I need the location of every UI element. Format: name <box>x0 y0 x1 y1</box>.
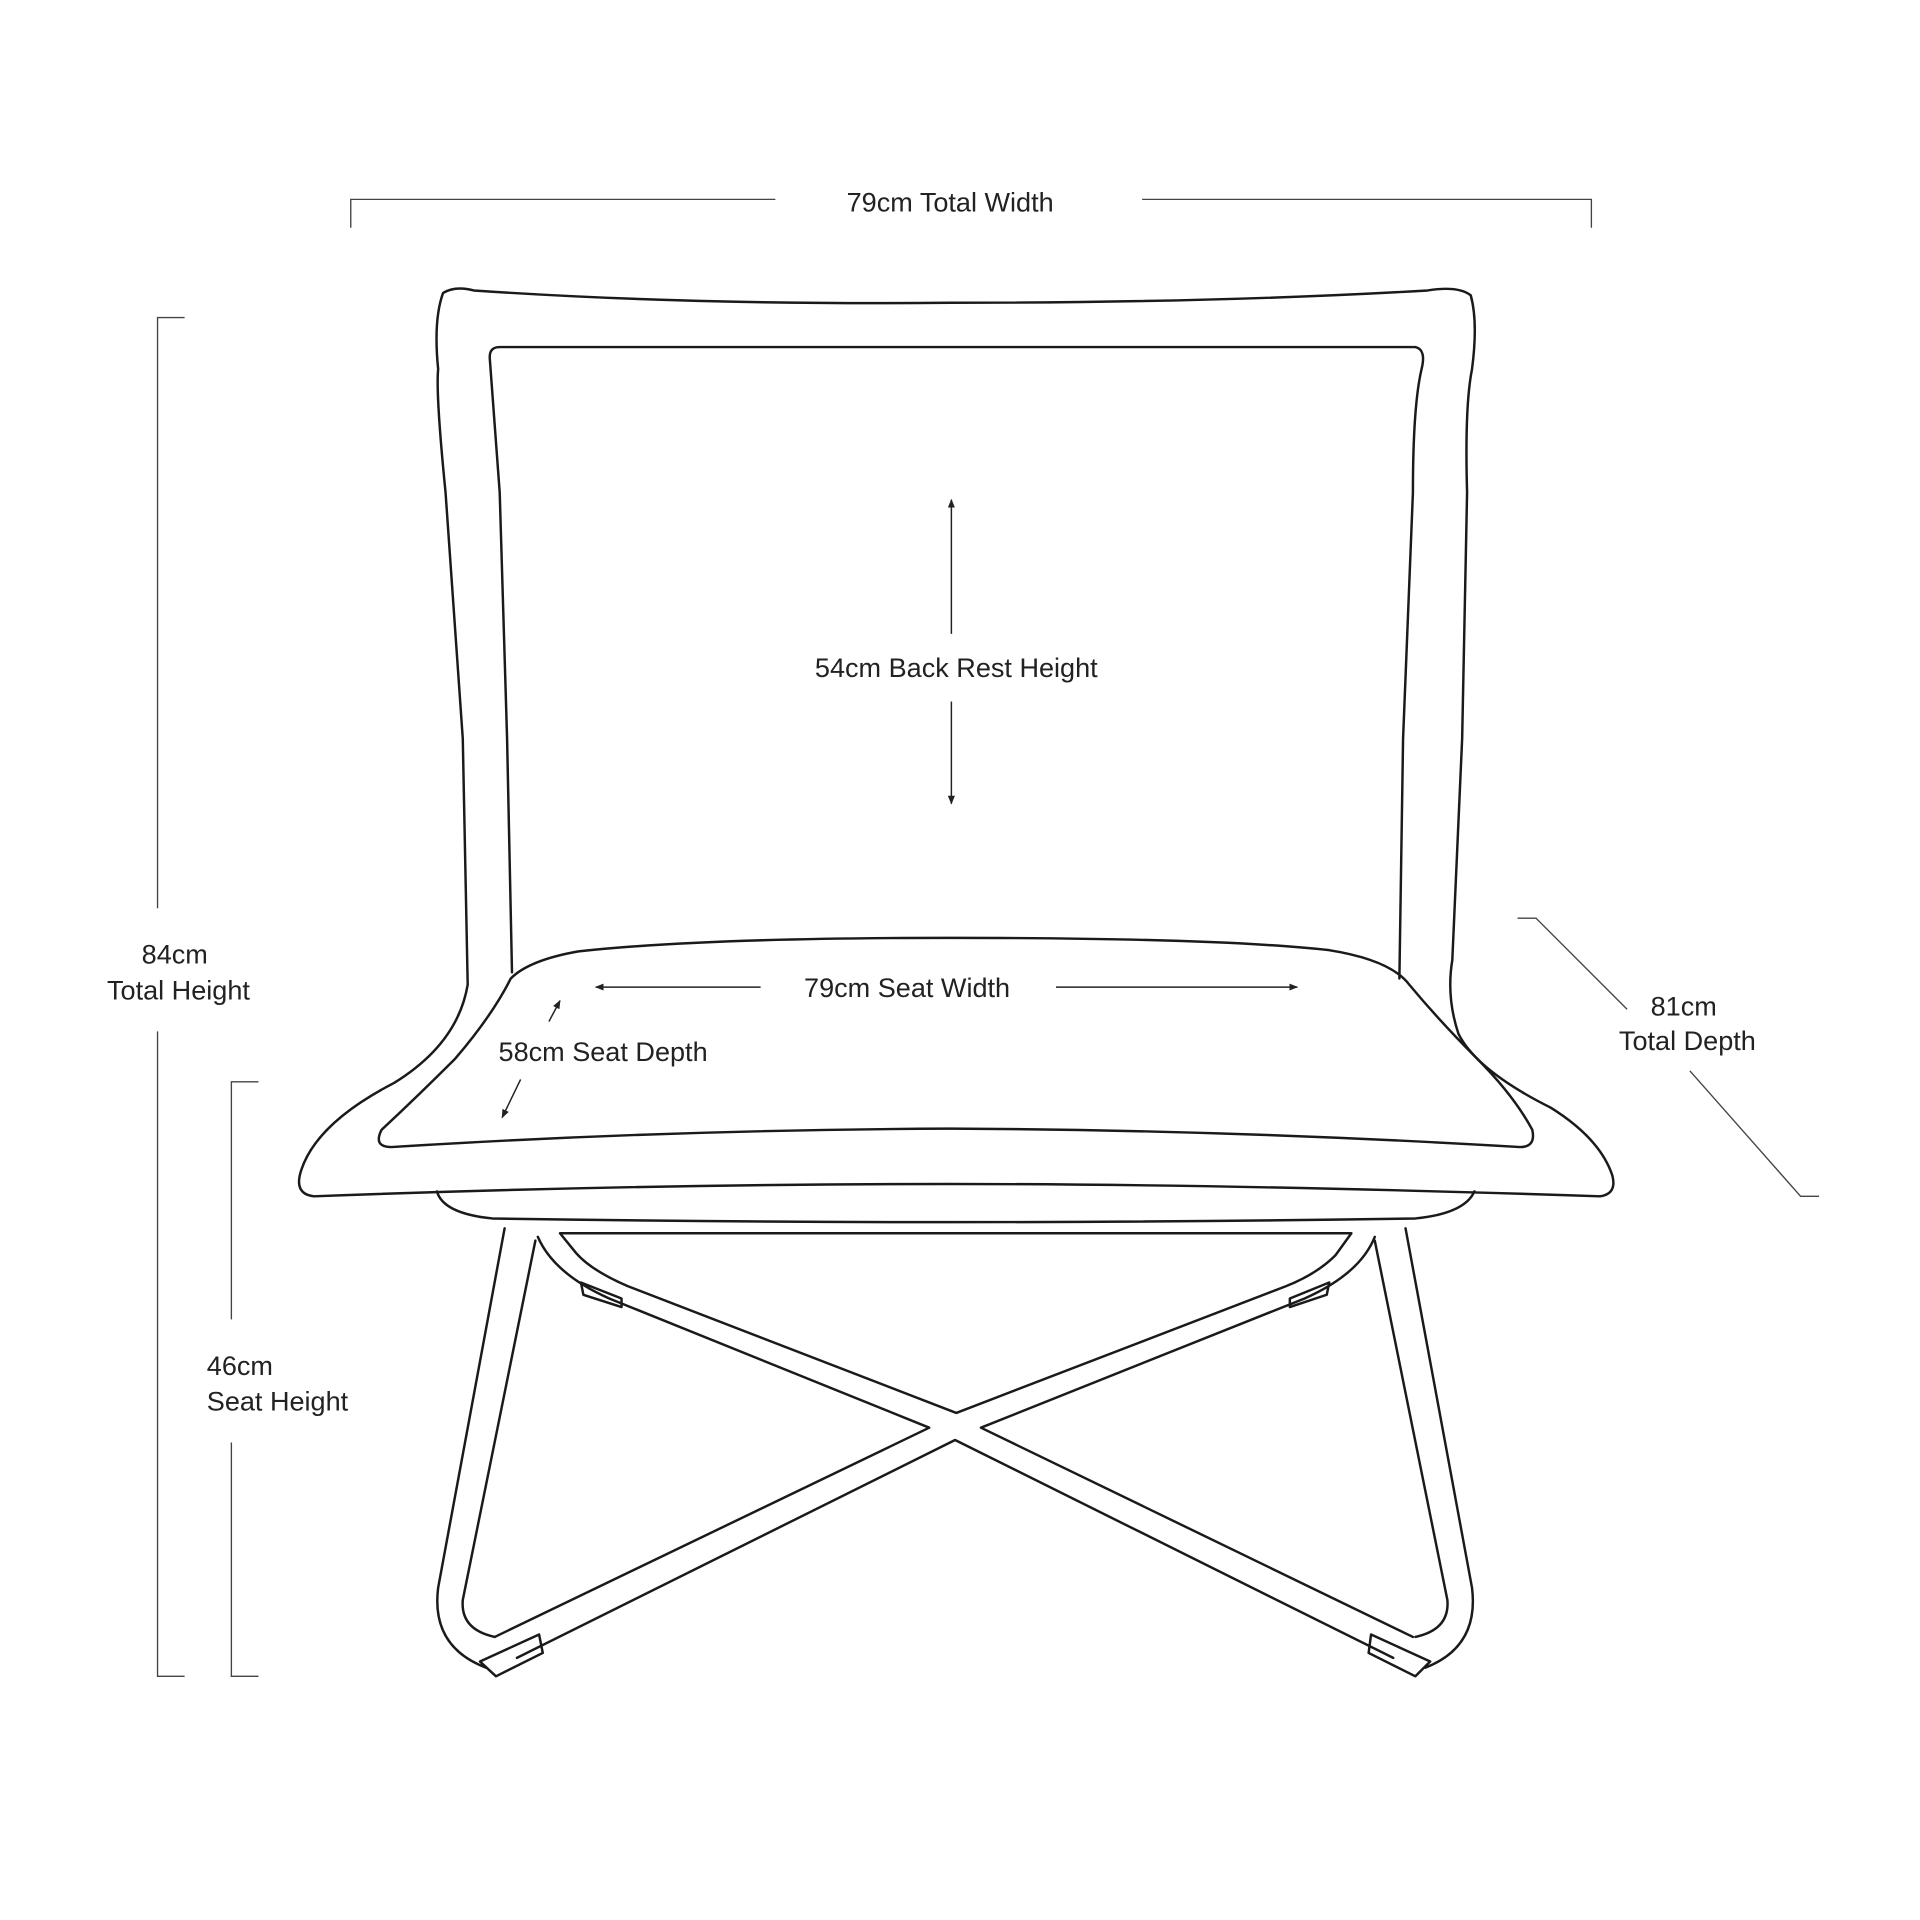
seat-height-label: Seat Height <box>207 1385 349 1416</box>
seat-depth-arrow-down <box>501 1079 522 1119</box>
frame-top-bar <box>558 1232 1353 1415</box>
seat-depth-arrow-up <box>548 999 561 1022</box>
total-height-label: Total Height <box>107 974 250 1005</box>
foot-right <box>1367 1633 1432 1678</box>
seat-base <box>435 1190 1476 1224</box>
total-depth-line <box>1517 917 1820 1197</box>
back-rest-height-label: 54cm Back Rest Height <box>815 652 1098 683</box>
total-depth-label: Total Depth <box>1619 1025 1756 1056</box>
leg-left-inner <box>461 1239 537 1639</box>
total-width-label: 79cm Total Width <box>847 187 1054 218</box>
seat-width-label: 79cm Seat Width <box>804 972 1010 1003</box>
seat-height-value: 46cm <box>207 1350 273 1381</box>
seat-cushion <box>377 936 1535 1149</box>
foot-left <box>478 1633 545 1678</box>
frame-cross-left <box>493 1235 931 1639</box>
total-height-value: 84cm <box>142 939 208 970</box>
chair-drawing <box>297 287 1615 1678</box>
total-height-line <box>156 316 185 1677</box>
leg-left-outer <box>436 1227 506 1669</box>
total-width-line <box>350 198 1593 228</box>
dimension-labels: 79cm Total Width 84cm Total Height 46cm … <box>107 187 1756 1417</box>
dimension-lines <box>156 198 1820 1677</box>
total-depth-value: 81cm <box>1651 990 1717 1021</box>
seat-height-line <box>230 1081 259 1677</box>
seat-depth-label: 58cm Seat Depth <box>499 1036 708 1067</box>
frame-cross-lower <box>515 1438 1395 1660</box>
glide-left <box>579 1281 623 1309</box>
leg-right-outer <box>1404 1227 1475 1669</box>
leg-right-inner <box>1373 1239 1449 1639</box>
backrest-inner <box>488 345 1425 980</box>
backrest-outer <box>297 287 1615 1198</box>
glide-right <box>1288 1281 1331 1309</box>
frame-cross-right <box>979 1235 1415 1639</box>
